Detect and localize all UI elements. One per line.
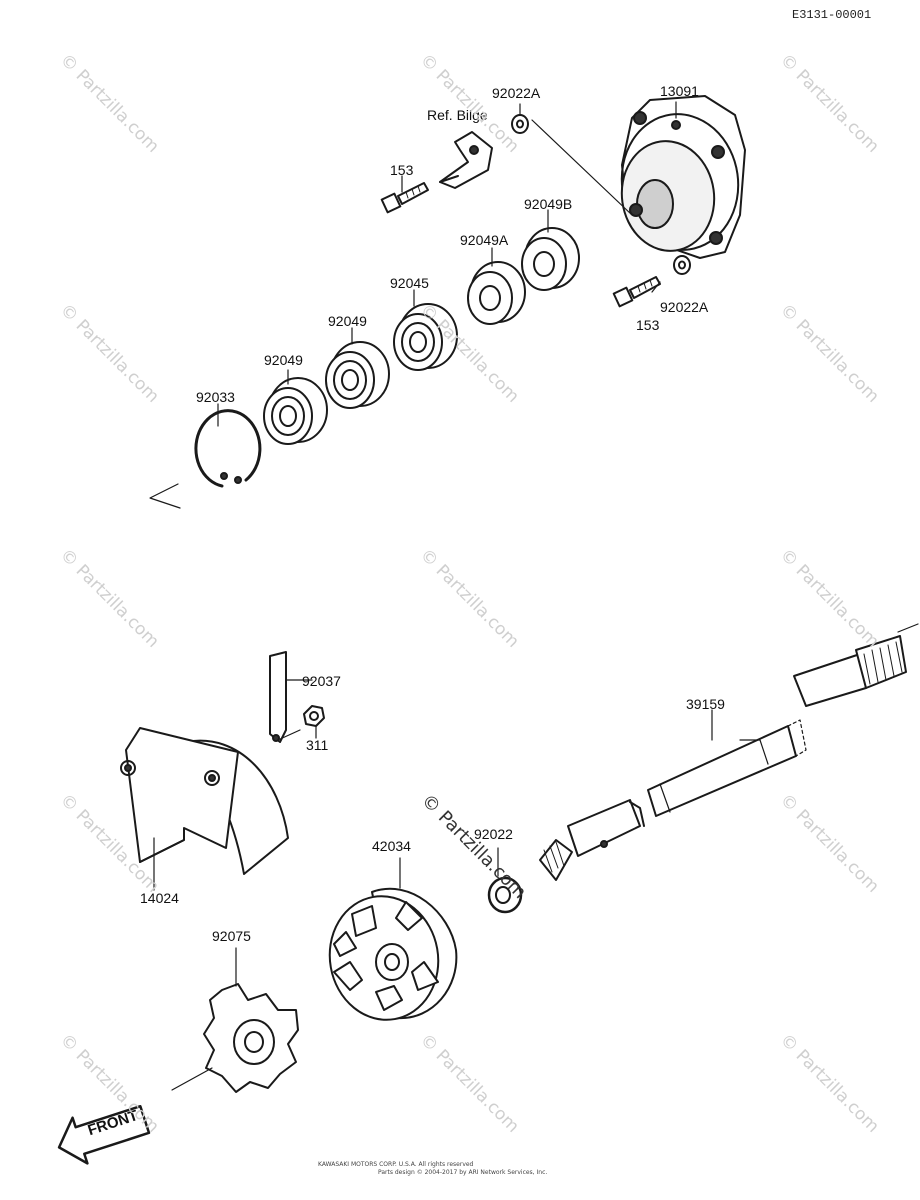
coupling-42034 bbox=[328, 857, 458, 1021]
label-13091: 13091 bbox=[660, 83, 699, 99]
bearing-92049B bbox=[521, 227, 580, 291]
label-42034: 42034 bbox=[372, 838, 411, 854]
bilge-bracket bbox=[439, 131, 493, 189]
washer-92022A-top bbox=[511, 114, 529, 134]
label-39159: 39159 bbox=[686, 696, 725, 712]
direction-mark-top bbox=[149, 483, 181, 509]
bolt-153-top bbox=[380, 182, 429, 214]
label-14024: 14024 bbox=[140, 890, 179, 906]
label-153-top: 153 bbox=[390, 162, 414, 178]
label-153-bottom: 153 bbox=[636, 317, 660, 333]
label-92049-a: 92049 bbox=[264, 352, 303, 368]
bearing-92045 bbox=[393, 303, 458, 371]
label-92049A: 92049A bbox=[460, 232, 509, 248]
label-92022A-bottom: 92022A bbox=[660, 299, 709, 315]
bearing-92049A bbox=[467, 261, 526, 325]
bolt-153-bottom bbox=[612, 276, 661, 308]
leader-lines bbox=[217, 101, 677, 427]
drive-shaft-39159 bbox=[539, 635, 907, 881]
label-92022: 92022 bbox=[474, 826, 513, 842]
label-92037: 92037 bbox=[302, 673, 341, 689]
label-92049B: 92049B bbox=[524, 196, 573, 212]
label-311: 311 bbox=[306, 737, 329, 753]
label-92033: 92033 bbox=[196, 389, 235, 405]
label-ref-bilge: Ref. Bilge bbox=[427, 107, 488, 123]
damper-92075 bbox=[171, 947, 299, 1093]
label-92022A-top: 92022A bbox=[492, 85, 541, 101]
washer-92022 bbox=[487, 847, 523, 914]
bearing-92049-b bbox=[325, 341, 390, 409]
label-92075: 92075 bbox=[212, 928, 251, 944]
washer-92022A-bottom bbox=[673, 255, 691, 275]
nut-311 bbox=[303, 705, 325, 739]
direction-mark-right bbox=[897, 623, 919, 633]
label-92049-b: 92049 bbox=[328, 313, 367, 329]
front-arrow bbox=[57, 1104, 151, 1165]
circlip-92033 bbox=[194, 409, 262, 488]
footer-design-credit: Parts design © 2004-2017 by ARI Network … bbox=[378, 1169, 548, 1176]
bearing-housing-13091 bbox=[620, 95, 746, 259]
strap-92037 bbox=[269, 651, 313, 743]
bearing-92049-a bbox=[263, 377, 328, 445]
footer-copyright: KAWASAKI MOTORS CORP. U.S.A. All rights … bbox=[318, 1161, 474, 1168]
guard-14024 bbox=[120, 727, 289, 891]
label-92045: 92045 bbox=[390, 275, 429, 291]
diagram-code: E3131-00001 bbox=[792, 8, 872, 22]
